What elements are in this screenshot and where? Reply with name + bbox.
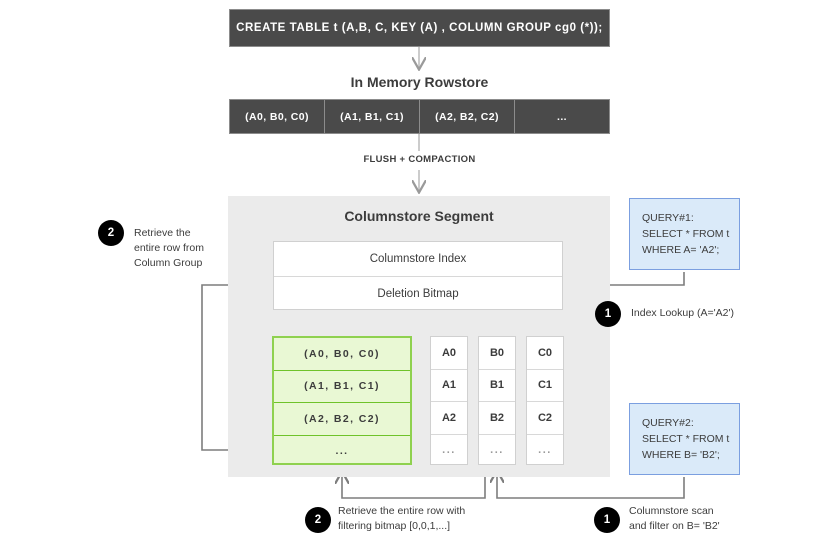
annotation-line: Retrieve the — [134, 227, 191, 239]
column-cell: ... — [490, 444, 504, 457]
rowstore-title: In Memory Rowstore — [350, 74, 489, 90]
column-group-row: ... — [335, 445, 349, 458]
annotation-columnstore-scan: Columnstore scan and filter on B= 'B2' — [629, 504, 720, 534]
column-cell: C2 — [527, 402, 563, 435]
column-stack-c: C0 C1 C2 ... — [526, 336, 564, 465]
rowstore-row-bar: (A0, B0, C0) (A1, B1, C1) (A2, B2, C2) .… — [229, 99, 610, 134]
annotation-line: Column Group — [134, 257, 203, 269]
step-badge-columnstore-scan: 1 — [594, 507, 620, 533]
column-group-box: (A0, B0, C0) (A1, B1, C1) (A2, B2, C2) .… — [272, 336, 412, 465]
columnstore-index-box: Columnstore Index Deletion Bitmap — [273, 241, 563, 310]
query-1-line: QUERY#1: — [642, 212, 694, 224]
rowstore-cell: (A0, B0, C0) — [230, 100, 325, 133]
column-group-row: (A1, B1, C1) — [274, 371, 410, 403]
column-cell: ... — [538, 444, 552, 457]
annotation-line: Retrieve the entire row with — [338, 505, 466, 517]
step-badge-index-lookup: 1 — [595, 301, 621, 327]
flush-compaction-label: FLUSH + COMPACTION — [363, 154, 476, 165]
deletion-bitmap-label: Deletion Bitmap — [377, 288, 459, 300]
query-1-box: QUERY#1: SELECT * FROM t WHERE A= 'A2'; — [629, 198, 740, 270]
column-cell: B0 — [479, 337, 515, 370]
annotation-line: and filter on B= 'B2' — [629, 520, 720, 532]
column-cell: A1 — [431, 370, 467, 402]
annotation-line: Index Lookup (A='A2') — [631, 307, 734, 319]
annotation-retrieve-with-bitmap: Retrieve the entire row with filtering b… — [338, 504, 465, 534]
column-stack-b: B0 B1 B2 ... — [478, 336, 516, 465]
query-2-line: QUERY#2: — [642, 417, 694, 429]
column-stack-a: A0 A1 A2 ... — [430, 336, 468, 465]
column-cell: C0 — [527, 337, 563, 370]
column-group-row: (A0, B0, C0) — [274, 338, 410, 371]
annotation-line: filtering bitmap [0,0,1,...] — [338, 520, 451, 532]
column-cell: A2 — [431, 402, 467, 435]
column-cell: ... — [442, 444, 456, 457]
annotation-retrieve-column-group: Retrieve the entire row from Column Grou… — [134, 226, 204, 271]
rowstore-cell: ... — [557, 110, 567, 123]
query-1-line: WHERE A= 'A2'; — [642, 244, 720, 256]
rowstore-cell: (A2, B2, C2) — [420, 100, 515, 133]
step-badge-retrieve-column-group: 2 — [98, 220, 124, 246]
annotation-line: Columnstore scan — [629, 505, 714, 517]
ddl-statement-text: CREATE TABLE t (A,B, C, KEY (A) , COLUMN… — [236, 22, 603, 34]
ddl-statement-bar: CREATE TABLE t (A,B, C, KEY (A) , COLUMN… — [229, 9, 610, 47]
column-cell: B1 — [479, 370, 515, 402]
query-2-box: QUERY#2: SELECT * FROM t WHERE B= 'B2'; — [629, 403, 740, 475]
rowstore-cell: (A1, B1, C1) — [325, 100, 420, 133]
step-badge-retrieve-with-bitmap: 2 — [305, 507, 331, 533]
query-2-line: WHERE B= 'B2'; — [642, 449, 720, 461]
query-1-line: SELECT * FROM t — [642, 228, 730, 240]
columnstore-segment-title: Columnstore Segment — [344, 208, 494, 224]
column-cell: B2 — [479, 402, 515, 435]
annotation-index-lookup: Index Lookup (A='A2') — [631, 306, 734, 321]
columnstore-index-label: Columnstore Index — [274, 242, 562, 277]
query-2-line: SELECT * FROM t — [642, 433, 730, 445]
column-cell: C1 — [527, 370, 563, 402]
column-group-row: (A2, B2, C2) — [274, 403, 410, 436]
annotation-line: entire row from — [134, 242, 205, 254]
column-cell: A0 — [431, 337, 467, 370]
